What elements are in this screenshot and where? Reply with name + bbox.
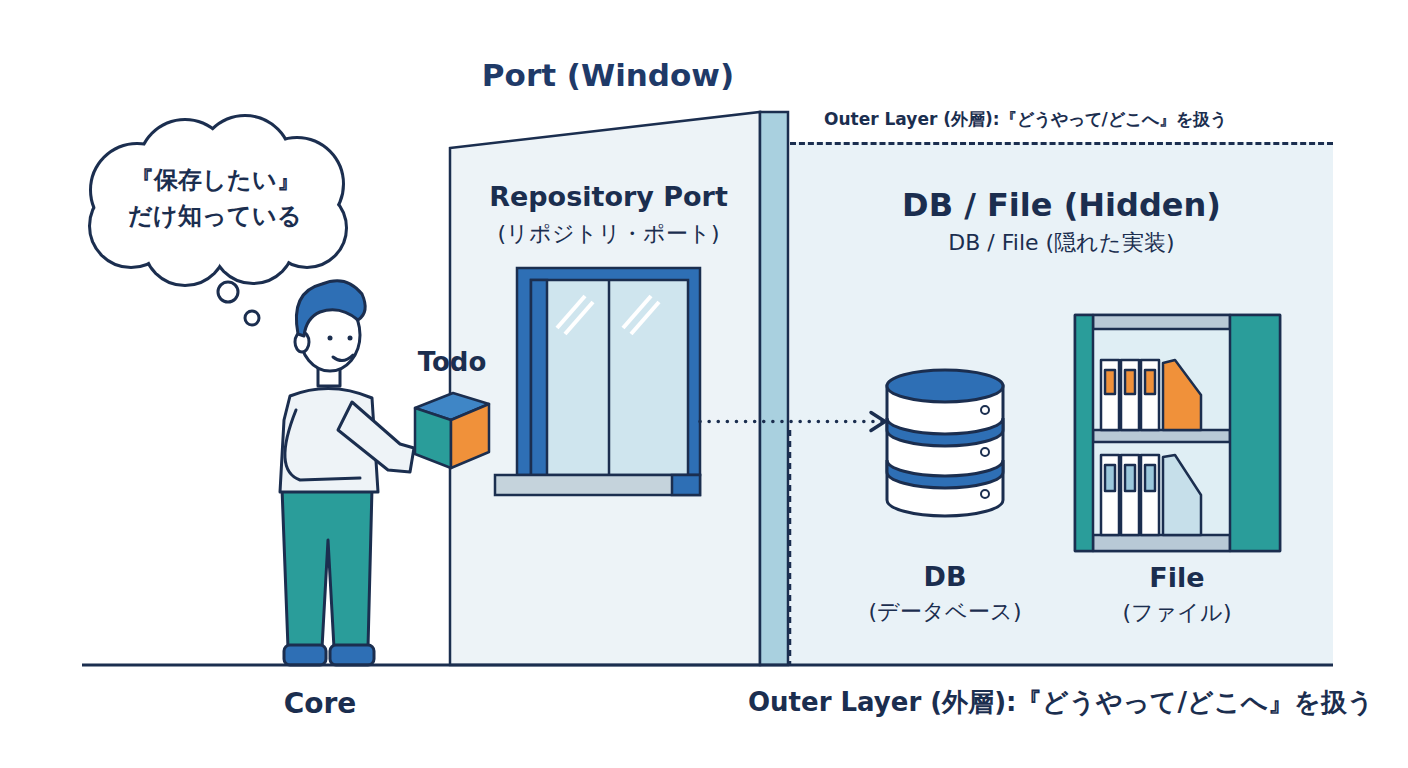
person-figure-part <box>280 388 378 492</box>
cylinder-parts-part <box>887 370 1003 402</box>
thought-dots-part <box>245 311 259 325</box>
thought-dots <box>218 282 259 325</box>
outer-layer-label: Outer Layer (外層):『どうやって/どこへ』を扱う <box>748 686 1348 719</box>
cube-faces-part <box>451 404 489 468</box>
shelf-parts-part <box>1163 455 1201 535</box>
shelf-parts-part <box>1075 315 1093 551</box>
shelf-parts-part <box>1121 455 1139 535</box>
port-window: Repository Port(リポジトリ・ポート) <box>517 268 700 475</box>
node-text: DB / File (隠れた実装) <box>790 229 1333 257</box>
node-text: (データベース) <box>825 598 1065 626</box>
shelf-parts-part <box>1141 455 1159 535</box>
shelf-parts-part <box>1163 360 1201 430</box>
database-cylinder <box>885 368 1005 518</box>
database-node: DB(データベース) <box>885 368 1005 518</box>
person-figure-part <box>285 410 360 480</box>
window-frame-part <box>531 280 688 475</box>
cylinder-parts <box>887 370 1003 516</box>
cube-faces <box>415 393 489 468</box>
shelf-parts-part <box>1141 360 1159 430</box>
node-text: (リポジトリ・ポート) <box>417 220 800 248</box>
diagram-title: Port (Window) <box>408 56 808 95</box>
shelf-parts-part <box>1125 465 1135 491</box>
outer-layer-region: Outer Layer (外層):『どうやって/どこへ』を扱うDB / File… <box>790 142 1333 665</box>
file-shelf <box>1075 315 1280 551</box>
cylinder-parts-part <box>887 418 1003 446</box>
person-figure-part <box>333 355 353 361</box>
cylinder-parts-part <box>887 460 1003 488</box>
person-figure-part <box>284 645 326 665</box>
window-frame-part <box>623 296 651 328</box>
cylinder-parts-part <box>981 490 989 498</box>
person-figure-part <box>348 336 353 341</box>
person-figure <box>280 281 414 665</box>
shelf-parts-part <box>1101 360 1119 430</box>
cylinder-parts-part <box>887 386 1003 516</box>
shelf-parts-part <box>1101 455 1119 535</box>
node-text: Todo <box>383 346 521 379</box>
shelf-parts-part <box>1093 535 1230 551</box>
shelf-parts-part <box>1145 465 1155 491</box>
window-frame-part <box>672 475 700 495</box>
shelf-parts-part <box>1105 465 1115 491</box>
shelf-parts <box>1075 315 1280 551</box>
person-figure-part <box>338 402 414 472</box>
node-text: File <box>1057 561 1297 595</box>
window-frame-part <box>495 475 700 495</box>
port-wall-part <box>760 112 788 665</box>
person-figure-part <box>296 281 365 336</box>
window-frame-part <box>565 302 593 334</box>
shelf-parts-part <box>1230 315 1280 551</box>
person-figure-part <box>328 336 333 341</box>
person-figure-part <box>295 332 309 352</box>
shelf-parts-part <box>1121 360 1139 430</box>
todo-cube: Todo <box>413 390 491 470</box>
window-frame-part <box>608 280 611 475</box>
person-figure-part <box>300 299 360 371</box>
window-frame-part <box>531 280 547 475</box>
window-frame <box>495 268 700 495</box>
file-node: File(ファイル) <box>1075 315 1280 551</box>
node-text: (ファイル) <box>1057 599 1297 627</box>
cube-faces-part <box>415 408 451 468</box>
port-window <box>517 268 700 475</box>
thought-dots-part <box>218 282 238 302</box>
shelf-parts-part <box>1145 370 1155 394</box>
core-label: Core <box>220 686 420 721</box>
shelf-parts-part <box>1125 370 1135 394</box>
node-text: Repository Port <box>417 180 800 214</box>
window-frame-part <box>557 296 585 328</box>
cloud-outline <box>91 117 345 284</box>
cylinder-parts-part <box>981 406 989 414</box>
shelf-parts-part <box>1075 315 1280 551</box>
todo-cube <box>413 390 491 470</box>
window-frame-part <box>631 302 659 334</box>
node-text: DB <box>825 560 1065 594</box>
shelf-parts-part <box>1105 370 1115 394</box>
window-frame-part <box>517 268 700 475</box>
person-figure-part <box>330 645 374 665</box>
shelf-parts-part <box>1093 315 1230 329</box>
node-text: DB / File (Hidden) <box>790 185 1333 225</box>
cylinder-parts-part <box>981 448 989 456</box>
shelf-parts-part <box>1093 430 1230 442</box>
person-figure-part <box>318 366 340 386</box>
cloud-fill <box>91 117 345 284</box>
node-text: Outer Layer (外層):『どうやって/どこへ』を扱う <box>824 109 1304 130</box>
thought-bubble: 『保存したい』 だけ知っている <box>75 118 355 283</box>
person-figure-part <box>282 488 372 648</box>
node-text: 『保存したい』 だけ知っている <box>115 162 315 234</box>
thought-cloud <box>75 118 355 283</box>
